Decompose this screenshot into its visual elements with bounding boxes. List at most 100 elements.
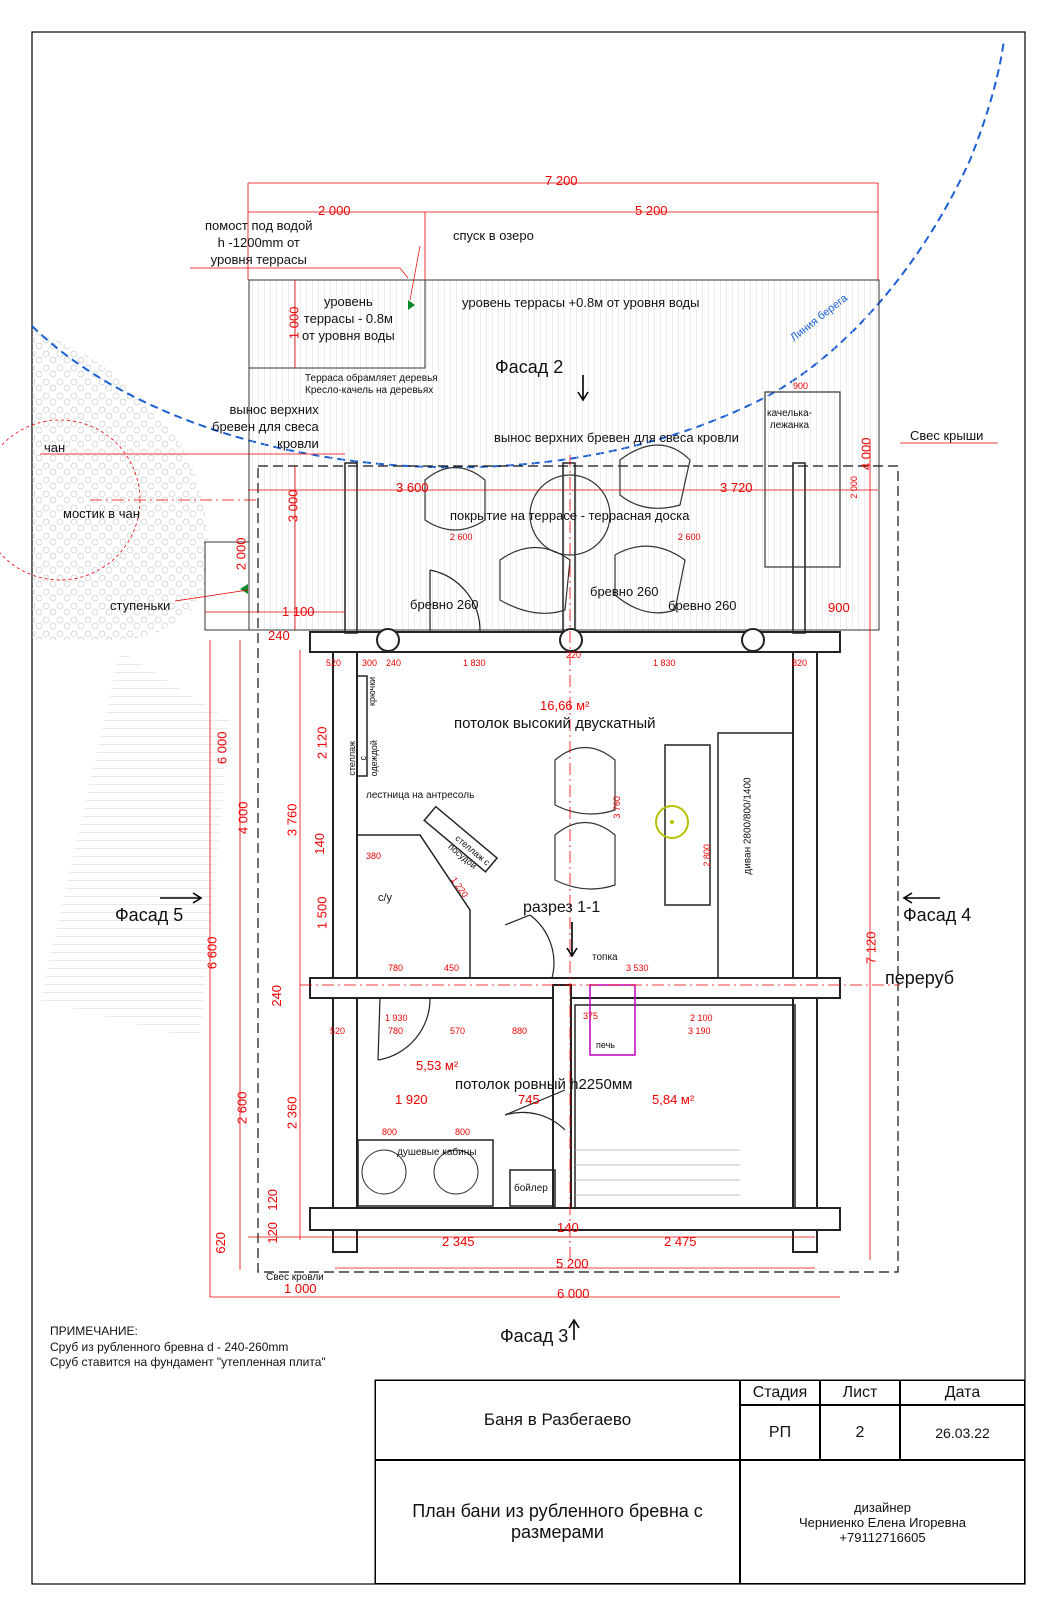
label-decking: покрытие на террасе - террасная доска (450, 508, 690, 523)
dim-2600s2: 2 600 (678, 532, 701, 542)
label-showers: душевые кабины (397, 1147, 477, 1158)
label-bridge: мостик в чан (63, 506, 140, 521)
outer-steps-hatch (40, 650, 230, 1040)
dim-880: 880 (512, 1026, 528, 1036)
dim-240c: 240 (386, 658, 402, 668)
tb-designer: дизайнер Черниенко Елена Игоревна +79112… (740, 1460, 1025, 1584)
label-steps: ступеньки (110, 598, 171, 613)
terrace-chairs (424, 391, 841, 890)
label-facade-4: Фасад 4 (903, 905, 972, 925)
dim-220: 220 (566, 650, 582, 660)
tb-stage-label: Стадия (740, 1380, 820, 1405)
label-stair: лестница на антресоль (366, 790, 475, 801)
label-swing: качелька-лежанка (767, 408, 812, 431)
label-section: разрез 1-1 (523, 899, 601, 916)
dim-4000b: 4 000 (235, 801, 251, 835)
dim-800a: 800 (382, 1127, 398, 1137)
dim-375: 375 (583, 1011, 599, 1021)
label-facade-5: Фасад 5 (115, 905, 184, 925)
tb-project: Баня в Разбегаево (375, 1380, 740, 1460)
dim-120a: 120 (265, 1188, 281, 1211)
label-boiler: бойлер (514, 1183, 548, 1194)
label-roof-overhang: Свес крыши (910, 428, 984, 443)
dim-1920: 1 920 (395, 1092, 428, 1107)
tb-date-label: Дата (900, 1380, 1025, 1405)
dim-900: 900 (828, 600, 850, 615)
tb-sheet-title: План бани из рубленного бревна с размера… (375, 1460, 740, 1584)
dim-140b: 140 (557, 1220, 579, 1235)
tb-stage: РП (740, 1405, 820, 1460)
dim-2600: 2 600 (234, 1091, 250, 1125)
dim-820: 820 (792, 658, 808, 668)
label-log2: бревно 260 (590, 584, 659, 599)
label-wc: с/у (378, 892, 393, 904)
dim-6000b: 6 000 (557, 1286, 590, 1301)
dim-900-swing: 900 (793, 381, 809, 391)
label-ceiling-high: потолок высокий двускатный (454, 715, 656, 732)
dim-1830a: 1 830 (463, 658, 486, 668)
dim-1000: 1 000 (286, 306, 302, 340)
dim-3600: 3 600 (396, 480, 429, 495)
dim-1930: 1 930 (385, 1013, 408, 1023)
label-descent: спуск в озеро (453, 228, 534, 243)
dim-5200: 5 200 (635, 203, 668, 218)
label-area-1: 16,66 м² (540, 698, 590, 713)
dim-380: 380 (366, 851, 382, 861)
dim-6000: 6 000 (214, 731, 230, 765)
dim-2600s1: 2 600 (450, 532, 473, 542)
dim-2475: 2 475 (664, 1234, 697, 1249)
label-firebox: топка (592, 952, 618, 963)
label-roof-eave: Свес кровли (266, 1272, 324, 1283)
label-ceiling-flat: потолок ровный h2250мм (455, 1076, 633, 1093)
dim-2345: 2 345 (442, 1234, 475, 1249)
tb-date: 26.03.22 (900, 1405, 1025, 1460)
label-terrace-level: уровень террасы +0.8м от уровня воды (462, 295, 700, 310)
roof-overhang (257, 465, 899, 1273)
dim-2120: 2 120 (314, 726, 330, 760)
dim-3720: 3 720 (720, 480, 753, 495)
label-log3: бревно 260 (668, 598, 737, 613)
doors (377, 569, 566, 1131)
dim-1500: 1 500 (314, 896, 330, 930)
dimension-lines (205, 182, 879, 1298)
pebble-area (32, 330, 208, 640)
dim-2800: 2 800 (701, 844, 712, 867)
dim-450: 450 (444, 963, 460, 973)
label-notch: переруб (885, 968, 955, 988)
dim-2000c: 2 000 (848, 476, 859, 499)
steps (204, 541, 250, 631)
dim-140: 140 (312, 832, 328, 855)
dim-5200b: 5 200 (556, 1256, 589, 1271)
dim-520a: 520 (326, 658, 342, 668)
label-chan: чан (44, 440, 66, 455)
dim-6600: 6 600 (204, 936, 220, 970)
dim-4000: 4 000 (858, 437, 874, 471)
label-area-3: 5,84 м² (652, 1092, 695, 1107)
dim-3190: 3 190 (688, 1026, 711, 1036)
dim-3760b: 3 760 (611, 796, 622, 819)
label-facade-3: Фасад 3 (500, 1326, 569, 1346)
dim-2000b: 2 000 (233, 537, 249, 571)
label-facade-2: Фасад 2 (495, 357, 564, 377)
label-stove: печь (596, 1040, 615, 1050)
tb-sheet-label: Лист (820, 1380, 900, 1405)
dim-240b: 240 (269, 984, 285, 1007)
dim-620: 620 (213, 1231, 229, 1254)
dim-570: 570 (450, 1026, 466, 1036)
dim-520b: 520 (330, 1026, 346, 1036)
dim-240: 240 (268, 628, 290, 643)
dim-780b: 780 (388, 1026, 404, 1036)
dim-2000: 2 000 (318, 203, 351, 218)
dim-2100: 2 100 (690, 1013, 713, 1023)
dim-300: 300 (362, 658, 378, 668)
dim-800b: 800 (455, 1127, 471, 1137)
dim-7120: 7 120 (863, 931, 879, 965)
dim-3000: 3 000 (285, 489, 301, 523)
dim-1100: 1 100 (282, 604, 315, 619)
